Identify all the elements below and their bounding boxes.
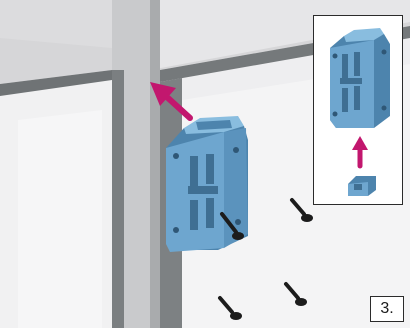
- corner-post-shadow: [150, 0, 160, 328]
- step-number-badge: 3.: [370, 296, 404, 322]
- inset-detail-panel: [313, 15, 403, 205]
- inset-scene: [314, 16, 403, 205]
- left-cabinet-side-edge: [112, 70, 124, 328]
- mounting-bracket: [330, 28, 390, 128]
- left-cabinet-door: [18, 110, 102, 328]
